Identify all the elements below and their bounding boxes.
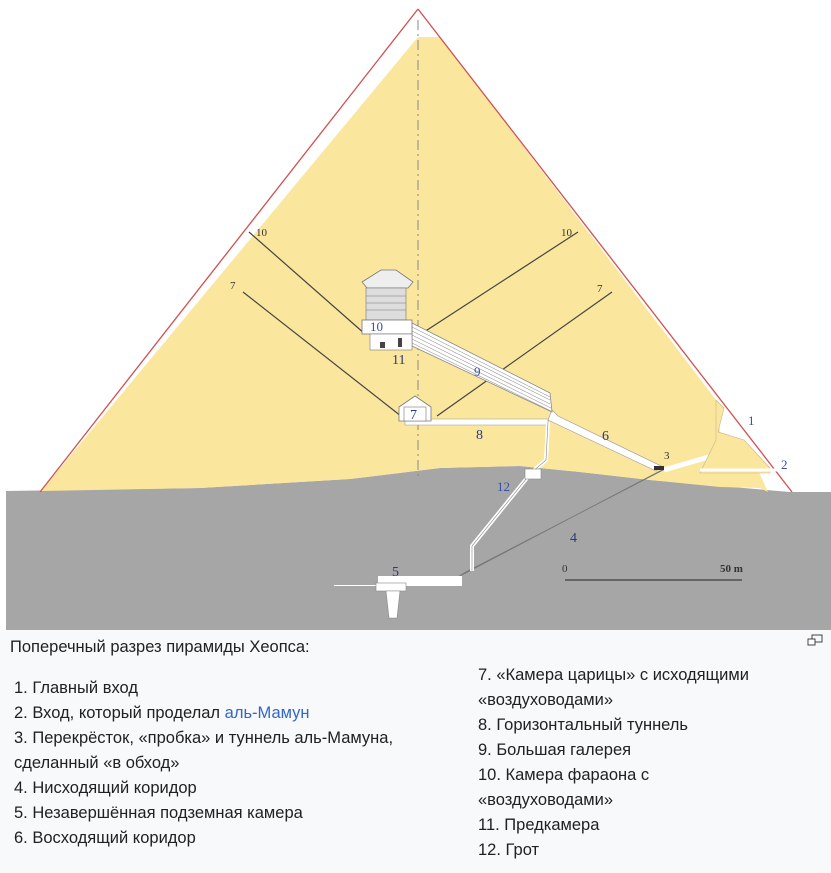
label-1: 1 (748, 413, 755, 428)
magnify-clip-icon[interactable] (807, 634, 823, 646)
king-shaft-north (248, 231, 366, 335)
label-7-left: 7 (230, 280, 236, 292)
label-8: 8 (476, 428, 483, 443)
legend-item: 5. Незавершённая подземная камера (14, 804, 303, 822)
relieving-chambers (365, 287, 407, 321)
label-2: 2 (781, 457, 788, 472)
figure-caption: Поперечный разрез пирамиды Хеопса: 1. Гл… (0, 630, 831, 873)
scale-end: 50 m (720, 563, 743, 575)
label-10-right: 10 (561, 227, 573, 239)
label-10-left: 10 (256, 227, 268, 239)
legend-item: сделанный «в обход» (14, 754, 180, 772)
legend-column-1: 1. Главный вход 2. Вход, который продела… (14, 676, 393, 851)
al-mamun-link[interactable]: аль-Мамун (224, 704, 310, 722)
legend-item: 3. Перекрёсток, «пробка» и туннель аль-М… (14, 729, 394, 747)
label-4: 4 (570, 531, 577, 546)
label-7-chamber: 7 (410, 408, 417, 423)
queen-shaft-north (242, 291, 407, 421)
diagram-canvas: 0 50 m 1 2 3 4 5 6 7 7 7 8 9 10 10 10 11… (6, 8, 831, 630)
caption-title: Поперечный разрез пирамиды Хеопса: (10, 638, 310, 656)
pyramid-cross-section[interactable]: 0 50 m 1 2 3 4 5 6 7 7 7 8 9 10 10 10 11… (0, 0, 831, 630)
grotto (524, 468, 542, 480)
queen-shaft-south (436, 291, 613, 417)
bedrock-ground (6, 466, 831, 630)
scale-start: 0 (562, 563, 568, 575)
legend-item: 6. Восходящий коридор (14, 829, 196, 847)
legend-item: 2. Вход, который проделал аль-Мамун (14, 704, 310, 722)
legend-item: 4. Нисходящий коридор (14, 779, 197, 797)
legend-column-2: 7. «Камера царицы» с исходящими «воздухо… (478, 663, 749, 863)
label-10-chamber: 10 (370, 319, 383, 334)
pyramid-outline-left (39, 8, 419, 493)
king-shaft-south (420, 231, 579, 335)
legend-item: 1. Главный вход (14, 679, 138, 697)
legend-item: 12. Грот (478, 841, 540, 859)
legend-item: 8. Горизонтальный туннель (478, 716, 689, 734)
legend-item: 11. Предкамера (478, 816, 600, 834)
label-9: 9 (474, 364, 481, 379)
main-entrance-notch (699, 399, 771, 474)
legend-item: 10. Камера фараона с (478, 766, 650, 784)
label-7-right: 7 (597, 283, 603, 295)
label-5: 5 (392, 565, 399, 580)
subterranean-chamber (334, 576, 462, 586)
granite-plug (654, 466, 664, 470)
label-3: 3 (664, 450, 670, 462)
label-12: 12 (497, 479, 510, 494)
gallery-lines (411, 326, 552, 412)
legend-item: 9. Большая галерея (478, 741, 632, 759)
label-11: 11 (392, 353, 405, 368)
legend-item: «воздуховодами» (478, 791, 614, 809)
pyramid-outline-right (417, 8, 793, 493)
label-6: 6 (602, 429, 609, 444)
legend-item: 7. «Камера царицы» с исходящими (478, 666, 749, 684)
pyramid-body (41, 37, 768, 492)
antechamber (369, 333, 413, 351)
legend-item: «воздуховодами» (478, 691, 614, 709)
